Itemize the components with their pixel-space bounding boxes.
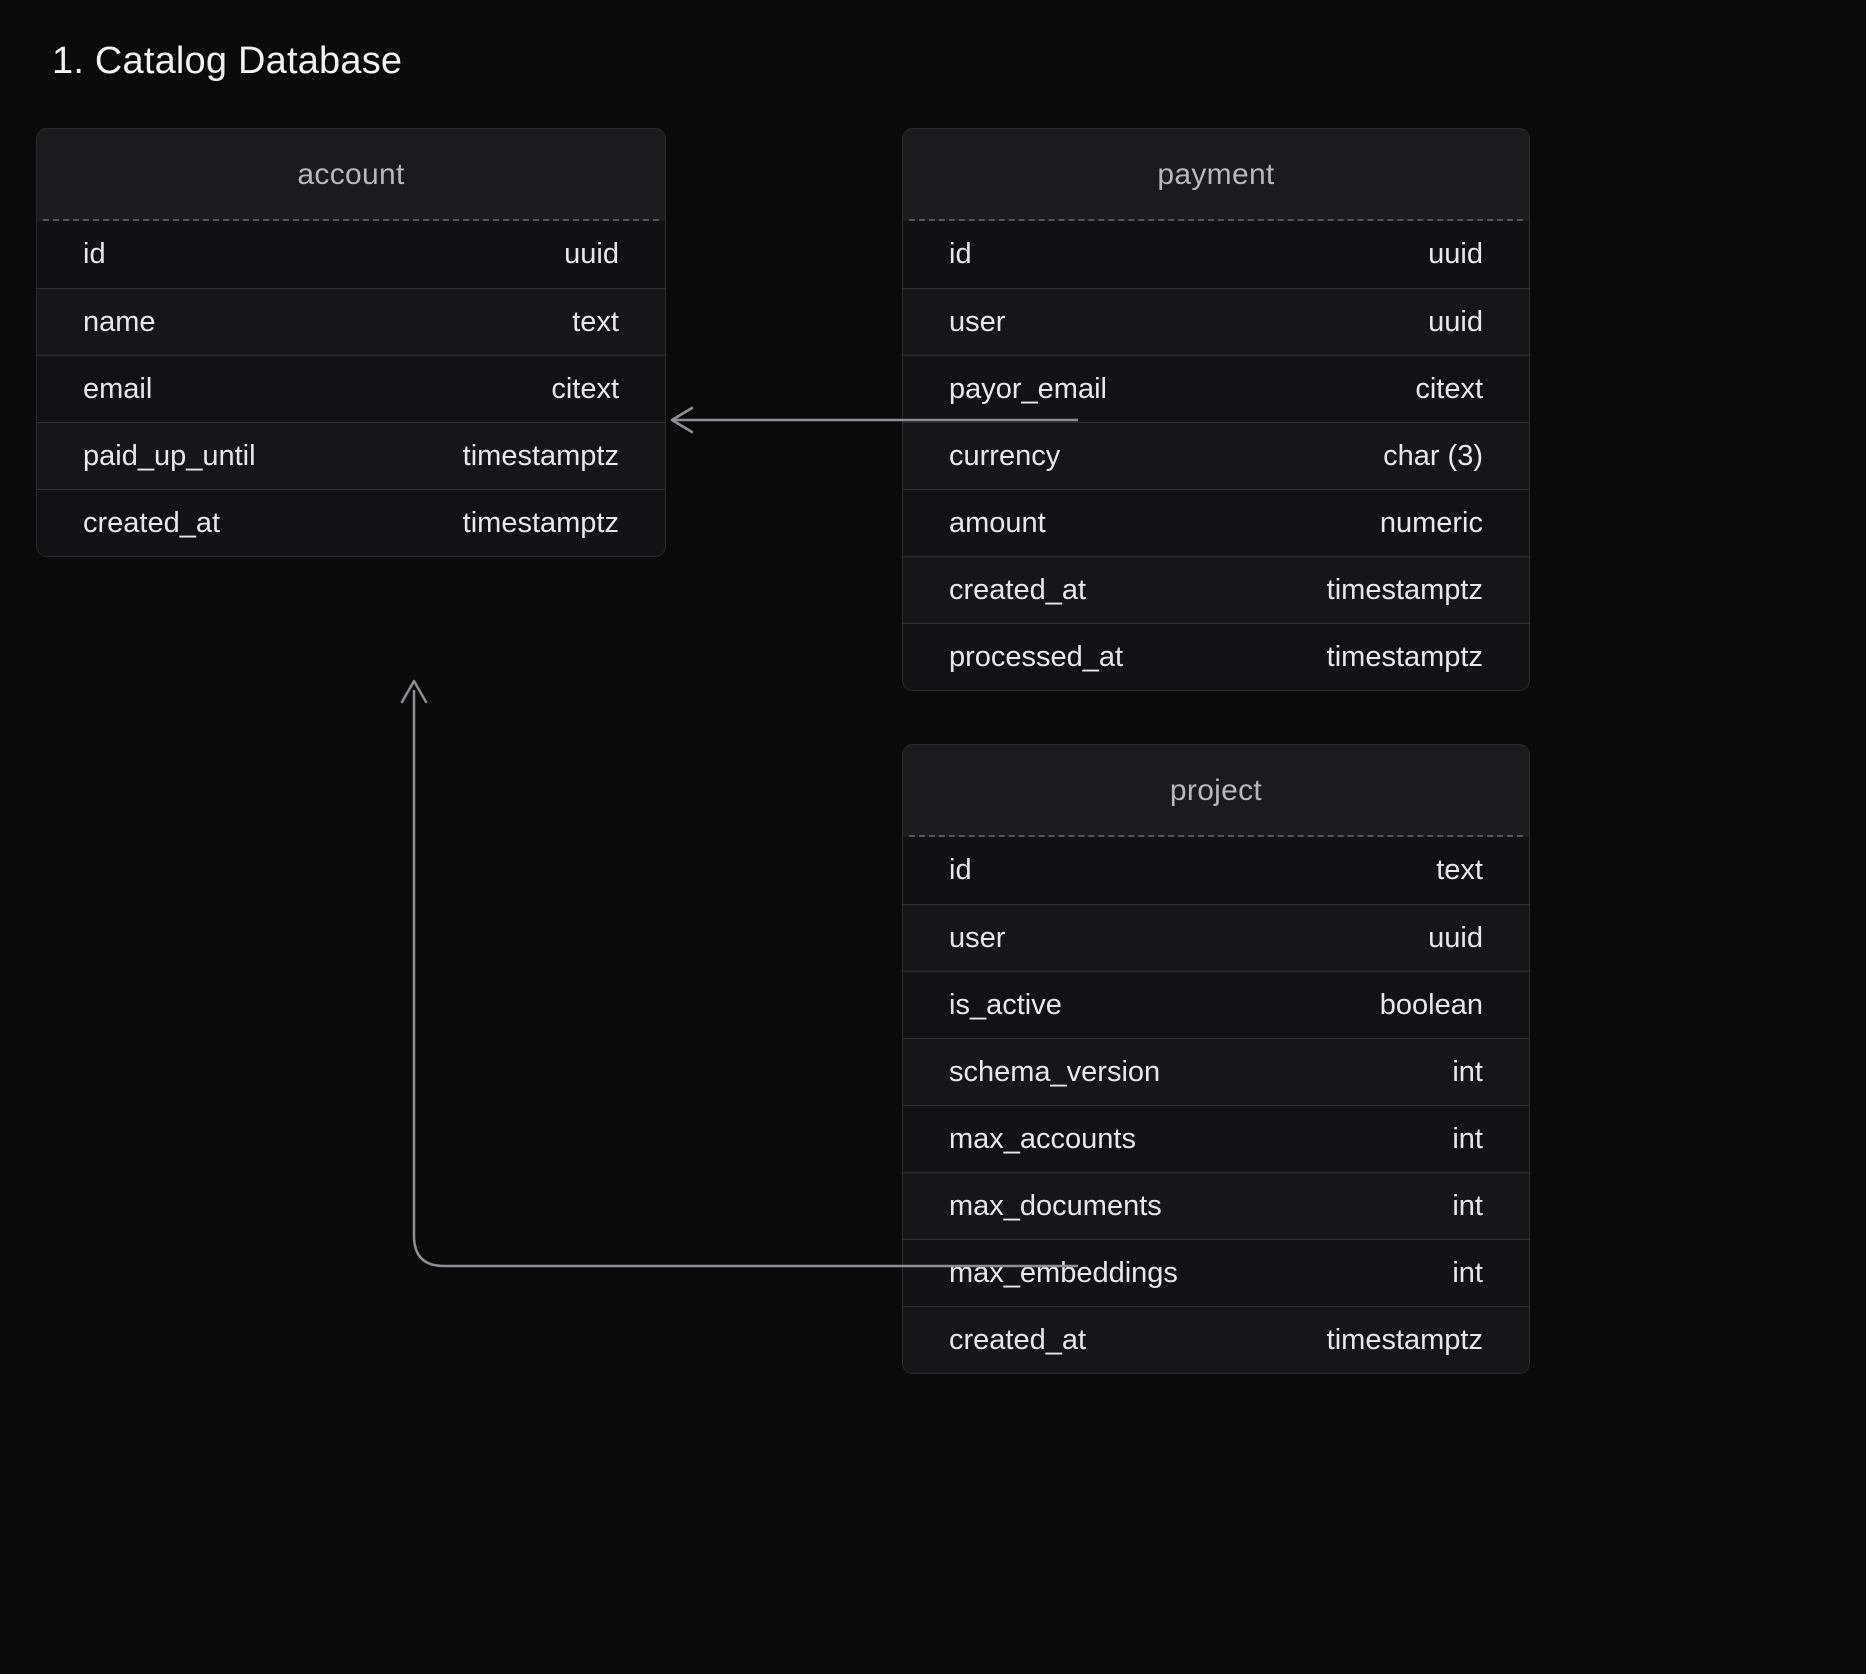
column-type: text (572, 306, 619, 339)
column-type: timestamptz (1327, 641, 1483, 674)
table-row[interactable]: created_at timestamptz (903, 556, 1529, 623)
column-name: max_documents (949, 1190, 1162, 1223)
page-title: 1. Catalog Database (52, 40, 402, 83)
table-row[interactable]: currency char (3) (903, 422, 1529, 489)
column-type: uuid (1428, 306, 1483, 339)
column-name: id (949, 854, 972, 887)
column-name: max_accounts (949, 1123, 1136, 1156)
table-row[interactable]: id uuid (903, 221, 1529, 288)
column-type: timestamptz (463, 440, 619, 473)
column-type: citext (1415, 373, 1483, 406)
column-type: int (1452, 1056, 1483, 1089)
column-type: int (1452, 1123, 1483, 1156)
column-type: uuid (1428, 922, 1483, 955)
arrowhead-up-icon (402, 681, 426, 702)
column-name: user (949, 306, 1005, 339)
column-name: payor_email (949, 373, 1107, 406)
column-type: text (1436, 854, 1483, 887)
column-name: created_at (83, 507, 220, 540)
column-type: uuid (1428, 238, 1483, 271)
column-name: is_active (949, 989, 1062, 1022)
arrowhead-left-icon (672, 408, 692, 432)
header-divider (43, 219, 659, 221)
column-name: id (949, 238, 972, 271)
table-row[interactable]: payor_email citext (903, 355, 1529, 422)
column-name: id (83, 238, 106, 271)
table-row[interactable]: paid_up_until timestamptz (37, 422, 665, 489)
er-rows-payment: id uuid user uuid payor_email citext cur… (903, 221, 1529, 690)
column-type: uuid (564, 238, 619, 271)
column-name: name (83, 306, 156, 339)
er-table-payment[interactable]: payment id uuid user uuid payor_email ci… (902, 128, 1530, 691)
table-row[interactable]: user uuid (903, 288, 1529, 355)
table-row[interactable]: is_active boolean (903, 971, 1529, 1038)
er-table-header-project: project (903, 745, 1529, 837)
table-row[interactable]: processed_at timestamptz (903, 623, 1529, 690)
er-table-header-payment: payment (903, 129, 1529, 221)
column-name: processed_at (949, 641, 1123, 674)
table-row[interactable]: max_accounts int (903, 1105, 1529, 1172)
column-name: paid_up_until (83, 440, 256, 473)
table-row[interactable]: id uuid (37, 221, 665, 288)
column-type: int (1452, 1257, 1483, 1290)
header-divider (909, 835, 1523, 837)
column-type: timestamptz (463, 507, 619, 540)
er-table-title: payment (1157, 158, 1274, 192)
column-type: timestamptz (1327, 1324, 1483, 1357)
column-type: citext (551, 373, 619, 406)
column-type: timestamptz (1327, 574, 1483, 607)
table-row[interactable]: user uuid (903, 904, 1529, 971)
table-row[interactable]: max_embeddings int (903, 1239, 1529, 1306)
table-row[interactable]: schema_version int (903, 1038, 1529, 1105)
column-type: int (1452, 1190, 1483, 1223)
column-name: currency (949, 440, 1060, 473)
er-rows-project: id text user uuid is_active boolean sche… (903, 837, 1529, 1373)
table-row[interactable]: max_documents int (903, 1172, 1529, 1239)
column-name: created_at (949, 574, 1086, 607)
column-type: char (3) (1383, 440, 1483, 473)
er-rows-account: id uuid name text email citext paid_up_u… (37, 221, 665, 556)
table-row[interactable]: created_at timestamptz (903, 1306, 1529, 1373)
column-type: numeric (1380, 507, 1483, 540)
column-name: email (83, 373, 152, 406)
table-row[interactable]: id text (903, 837, 1529, 904)
column-name: max_embeddings (949, 1257, 1178, 1290)
column-name: user (949, 922, 1005, 955)
table-row[interactable]: name text (37, 288, 665, 355)
column-name: schema_version (949, 1056, 1160, 1089)
table-row[interactable]: amount numeric (903, 489, 1529, 556)
er-table-title: account (297, 158, 404, 192)
column-name: amount (949, 507, 1046, 540)
er-table-title: project (1170, 774, 1262, 808)
er-table-header-account: account (37, 129, 665, 221)
column-type: boolean (1380, 989, 1483, 1022)
table-row[interactable]: email citext (37, 355, 665, 422)
header-divider (909, 219, 1523, 221)
column-name: created_at (949, 1324, 1086, 1357)
er-table-account[interactable]: account id uuid name text email citext p… (36, 128, 666, 557)
er-table-project[interactable]: project id text user uuid is_active bool… (902, 744, 1530, 1374)
table-row[interactable]: created_at timestamptz (37, 489, 665, 556)
